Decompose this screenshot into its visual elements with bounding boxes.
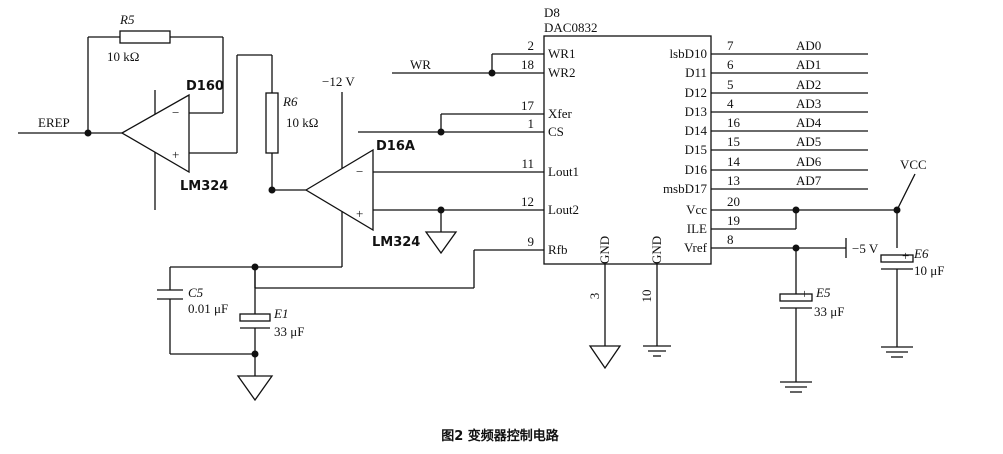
opamp1-part: LM324: [180, 179, 228, 194]
dac-pin-number: 8: [727, 232, 734, 247]
dac-pin-label: Vref: [684, 240, 708, 255]
dac-pin-label: msbD17: [663, 181, 708, 196]
vcc-label: VCC: [900, 157, 927, 172]
e5-ref: E5: [815, 285, 831, 300]
dac-pin-label: Lout1: [548, 164, 579, 179]
data-bus-label: AD3: [796, 96, 821, 111]
neg5-label: −5 V: [852, 241, 879, 256]
opamp-d160: − + D160 LM324: [120, 79, 237, 210]
e1-value: 33 μF: [274, 324, 304, 339]
data-bus-label: AD5: [796, 134, 821, 149]
dac-pin-number: 13: [727, 173, 740, 188]
r6-value: 10 kΩ: [286, 115, 318, 130]
data-bus-label: AD0: [796, 38, 821, 53]
r5-resistor: [119, 30, 171, 44]
data-bus-label: AD7: [796, 173, 822, 188]
dac-pin-number: 10: [639, 290, 654, 303]
wr-label: WR: [410, 57, 431, 72]
data-bus-label: AD6: [796, 154, 822, 169]
dac-pin-label: D13: [685, 104, 707, 119]
c5-ref: C5: [188, 285, 204, 300]
ground-icon: [588, 345, 622, 370]
figure-caption: 图2 变频器控制电路: [441, 428, 560, 444]
ground-icon: [236, 375, 274, 402]
dac-pin-number: 19: [727, 213, 740, 228]
dac-pin-number: 1: [528, 116, 535, 131]
e5-value: 33 μF: [814, 304, 844, 319]
dac-pin-number: 17: [521, 98, 535, 113]
filter-capacitors: C5 0.01 μF E1 33 μF: [157, 263, 342, 402]
control-wiring: WR: [358, 53, 544, 136]
dac-pin-label: D14: [685, 123, 708, 138]
r5-value: 10 kΩ: [107, 49, 139, 64]
data-bus-label: AD2: [796, 77, 821, 92]
dac-ref: D8: [544, 5, 560, 20]
dac-pin-number: 14: [727, 154, 741, 169]
dac-pin-number: 20: [727, 194, 740, 209]
svg-text:+: +: [172, 147, 179, 162]
dac-pin-number: 11: [521, 156, 534, 171]
svg-text:+: +: [356, 206, 363, 221]
opamp1-ref: D160: [186, 79, 224, 94]
dac-part: DAC0832: [544, 20, 597, 35]
dac-pin-number: 2: [528, 38, 535, 53]
dac-pin-label: D12: [685, 85, 707, 100]
e6-ref: E6: [913, 246, 929, 261]
dac-pin-label: GND: [649, 236, 664, 264]
data-bus-label: AD1: [796, 57, 821, 72]
r6-ref: R6: [282, 94, 298, 109]
dac-pin-number: 4: [727, 96, 734, 111]
dac-pin-label: Lout2: [548, 202, 579, 217]
r6-resistor: R6 10 kΩ: [265, 92, 318, 190]
svg-text:−: −: [356, 164, 363, 179]
opamp2-part: LM324: [372, 235, 420, 250]
vref-wiring: −5 V + E5 33 μF: [711, 238, 879, 393]
e1-ref: E1: [273, 306, 288, 321]
dac-pin-number: 9: [528, 234, 535, 249]
r5-ref: R5: [119, 12, 135, 27]
e6-value: 10 μF: [914, 263, 944, 278]
dac-pin-label: D16: [685, 162, 708, 177]
input-section: EREP R5 10 kΩ: [18, 12, 224, 137]
dac-pin-number: 18: [521, 57, 534, 72]
dac-pin-label: Vcc: [686, 202, 707, 217]
opamp-d16a: −12 V − + D16A LM324: [268, 74, 544, 267]
dac-pin-number: 5: [727, 77, 734, 92]
dac-pin-label: D11: [685, 65, 707, 80]
neg12-label: −12 V: [322, 74, 355, 89]
dac-pin-label: CS: [548, 124, 564, 139]
dac-pin-number: 15: [727, 134, 740, 149]
dac-pin-label: ILE: [687, 221, 707, 236]
input-label: EREP: [38, 115, 70, 130]
dac-pin-number: 6: [727, 57, 734, 72]
data-bus-label: AD4: [796, 115, 822, 130]
ground-icon: [424, 231, 458, 255]
dac-pin-label: Rfb: [548, 242, 568, 257]
svg-text:−: −: [172, 105, 179, 120]
dac-pin-label: GND: [597, 236, 612, 264]
vcc-wiring: VCC + E6 10 μF: [711, 157, 944, 358]
dac-pin-label: Xfer: [548, 106, 572, 121]
c5-value: 0.01 μF: [188, 301, 228, 316]
dac-pin-label: WR1: [548, 46, 575, 61]
dac-pin-number: 7: [727, 38, 734, 53]
dac-pin-number: 3: [587, 293, 602, 300]
dac-bottom-pins: GND 3 GND 10: [587, 236, 671, 370]
dac-pin-number: 12: [521, 194, 534, 209]
dac-pin-number: 16: [727, 115, 741, 130]
dac-pin-label: D15: [685, 142, 707, 157]
opamp2-ref: D16A: [376, 139, 415, 154]
dac-pin-label: lsbD10: [669, 46, 707, 61]
dac-pin-label: WR2: [548, 65, 575, 80]
